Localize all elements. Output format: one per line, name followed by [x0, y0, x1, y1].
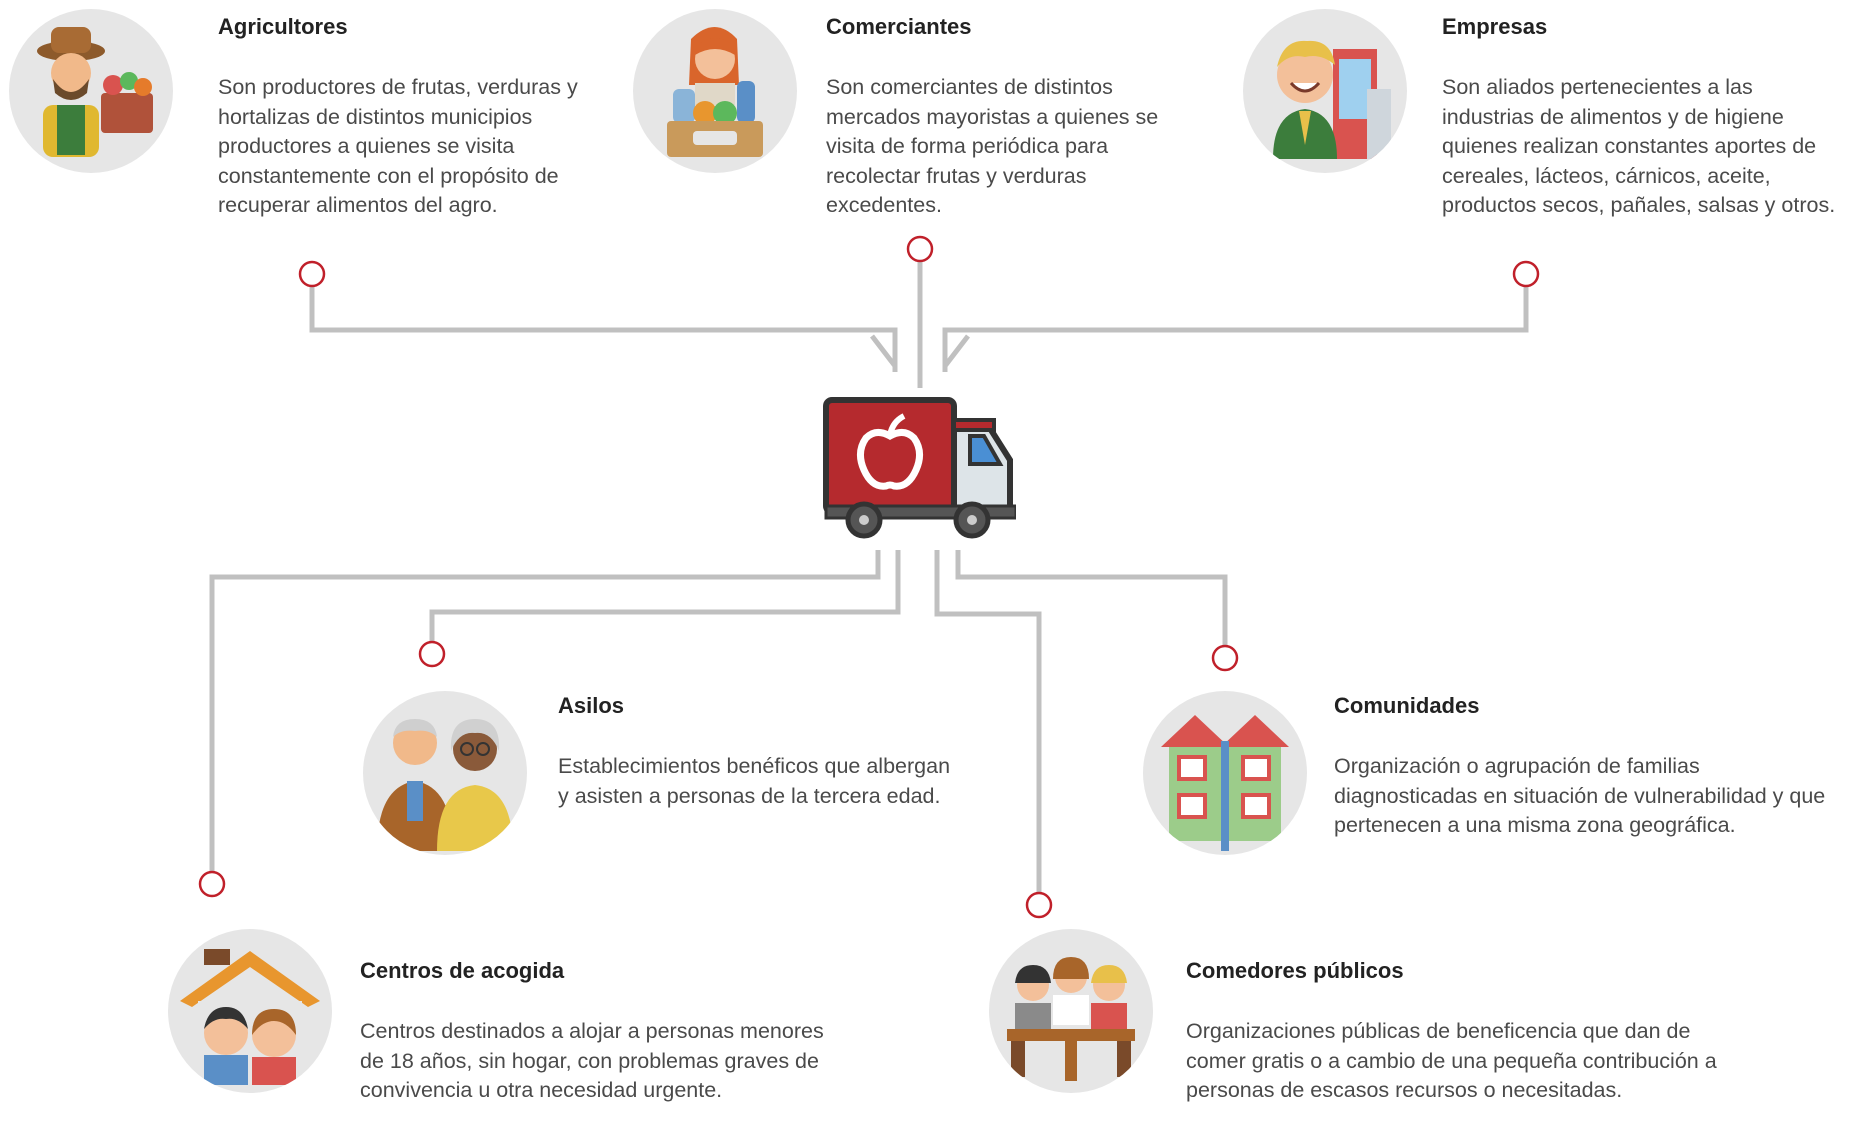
node-ring-comunidades: [1211, 644, 1239, 672]
connector-comedores: [934, 550, 1042, 893]
connector-centros: [209, 550, 881, 872]
node-ring-asilos: [418, 640, 446, 668]
delivery-truck-apple-icon: [823, 397, 1016, 539]
title-asilos: Asilos: [558, 693, 625, 718]
connector-asilos: [429, 550, 901, 644]
title-centros: Centros de acogida: [360, 958, 565, 983]
dining-people-icon: [989, 929, 1153, 1093]
node-ring-empresas: [1512, 260, 1540, 288]
title-agricultores: Agricultores: [218, 14, 348, 39]
houses-icon: [1143, 691, 1307, 855]
node-ring-comedores: [1025, 891, 1053, 919]
title-comunidades: Comunidades: [1334, 693, 1480, 718]
connector-agricultores: [309, 284, 898, 372]
desc-empresas: Son aliados pertenecientes a las industr…: [1442, 75, 1836, 217]
elderly-couple-icon: [363, 691, 527, 855]
title-empresas: Empresas: [1442, 14, 1548, 39]
connector-empresas: [942, 286, 1529, 372]
node-ring-comerciantes: [906, 235, 934, 263]
desc-centros: Centros destinados a alojar a personas m…: [360, 1019, 824, 1102]
desc-comerciantes: Son comerciantes de distintos mercados m…: [826, 75, 1159, 217]
title-comerciantes: Comerciantes: [826, 14, 972, 39]
desc-comunidades: Organización o agrupación de familias di…: [1334, 754, 1826, 837]
connector-arrow-right: [942, 334, 970, 372]
farmer-icon: [9, 9, 173, 173]
children-shelter-icon: [168, 929, 332, 1093]
connector-arrow-left: [870, 334, 898, 372]
desc-asilos: Establecimientos benéficos que albergan …: [558, 754, 951, 808]
node-ring-agricultores: [298, 260, 326, 288]
desc-comedores: Organizaciones públicas de beneficencia …: [1186, 1019, 1717, 1102]
title-comedores: Comedores públicos: [1186, 958, 1404, 983]
desc-agricultores: Son productores de frutas, verduras y ho…: [218, 75, 578, 217]
node-ring-centros: [198, 870, 226, 898]
businessman-icon: [1243, 9, 1407, 173]
merchant-icon: [633, 9, 797, 173]
connector-comunidades: [955, 550, 1228, 648]
